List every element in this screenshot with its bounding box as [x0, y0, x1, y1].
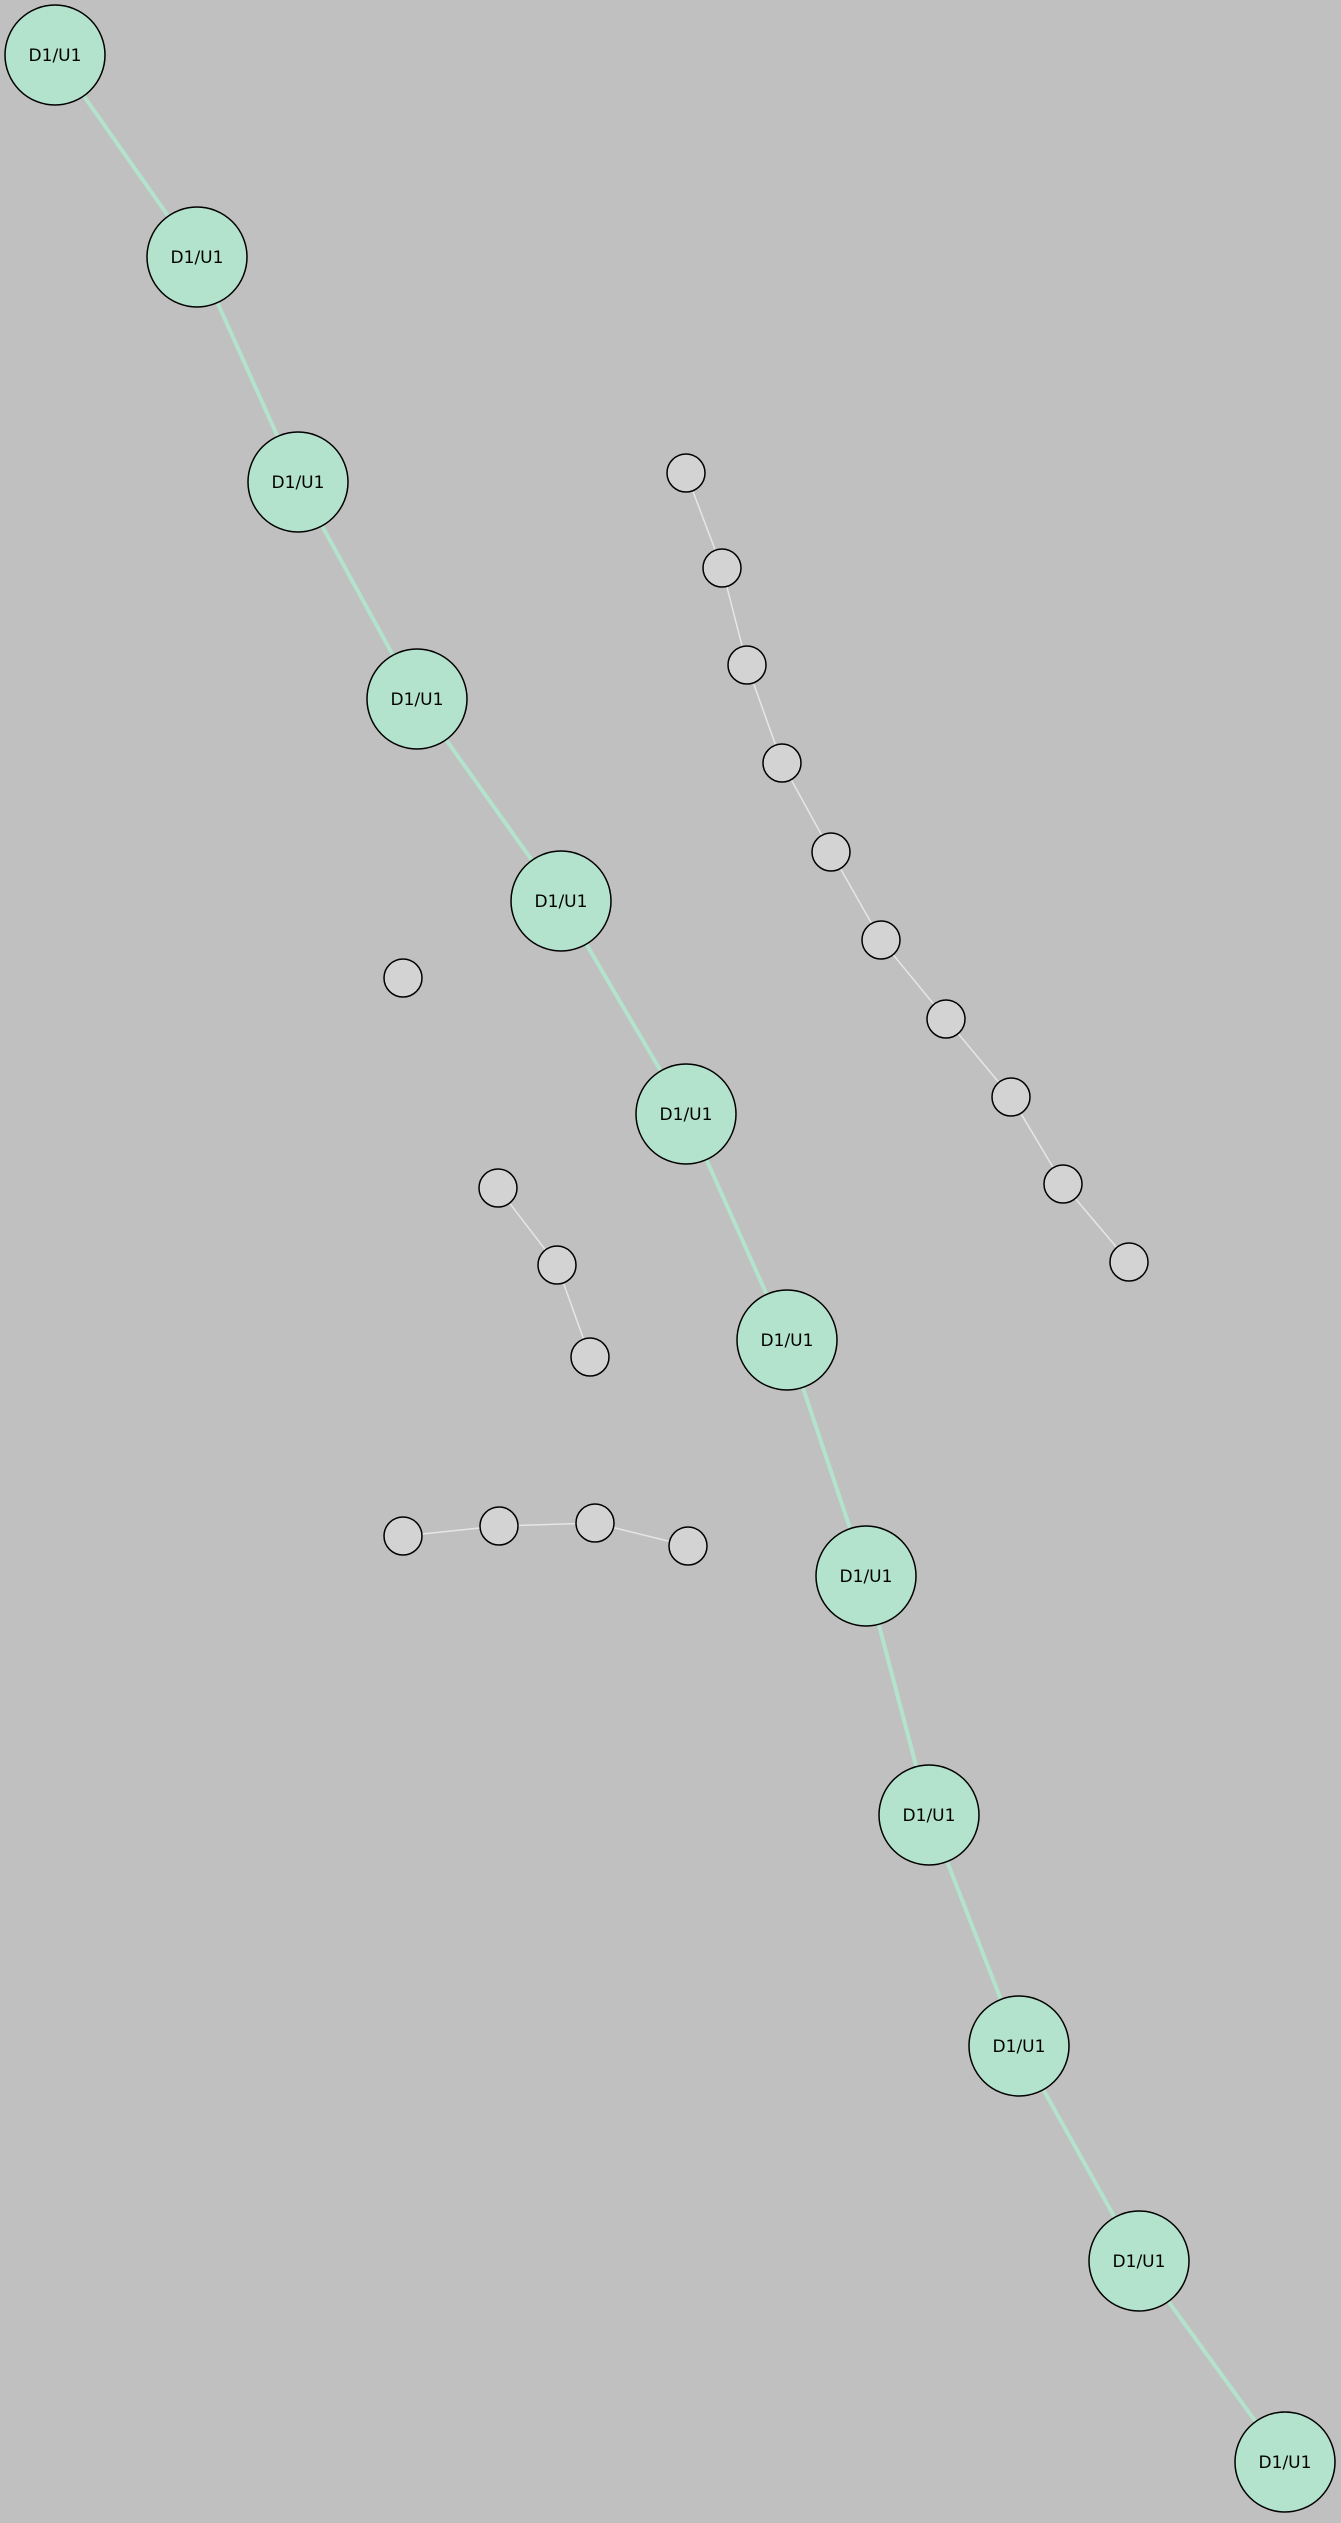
d1-u1-node-label: D1/U1	[1259, 2453, 1312, 2473]
d1-u1-node-label: D1/U1	[761, 1331, 814, 1351]
d1-u1-node[interactable]	[4, 4, 106, 106]
chain-b-node[interactable]	[537, 1245, 577, 1285]
d1-u1-node-label: D1/U1	[1113, 2252, 1166, 2272]
d1-u1-node-label: D1/U1	[272, 473, 325, 493]
chain-a-node[interactable]	[926, 999, 966, 1039]
d1-u1-node-label: D1/U1	[535, 892, 588, 912]
d1-u1-node[interactable]	[815, 1525, 917, 1627]
d1-u1-node[interactable]	[878, 1764, 980, 1866]
chain-b-node[interactable]	[570, 1337, 610, 1377]
chain-a-node[interactable]	[1109, 1242, 1149, 1282]
d1-u1-node-label: D1/U1	[903, 1806, 956, 1826]
d1-u1-node-label: D1/U1	[29, 46, 82, 66]
d1-u1-node-label: D1/U1	[840, 1567, 893, 1587]
d1-u1-node[interactable]	[635, 1063, 737, 1165]
chain-a-node[interactable]	[861, 920, 901, 960]
d1-u1-node[interactable]	[247, 431, 349, 533]
chain-a-node[interactable]	[811, 832, 851, 872]
isolated-node[interactable]	[383, 958, 423, 998]
d1-u1-node[interactable]	[510, 850, 612, 952]
chain-b-node[interactable]	[478, 1168, 518, 1208]
d1-u1-node-label: D1/U1	[660, 1105, 713, 1125]
chain-a-node[interactable]	[702, 548, 742, 588]
d1-u1-node-label: D1/U1	[171, 248, 224, 268]
d1-u1-node[interactable]	[1088, 2210, 1190, 2312]
edge-layer	[53, 53, 1287, 2464]
d1-u1-node-label: D1/U1	[993, 2037, 1046, 2057]
d1-u1-node[interactable]	[366, 648, 468, 750]
d1-u1-node[interactable]	[968, 1995, 1070, 2097]
chain-c-node[interactable]	[383, 1516, 423, 1556]
chain-a-node[interactable]	[1043, 1164, 1083, 1204]
node-layer: D1/U1D1/U1D1/U1D1/U1D1/U1D1/U1D1/U1D1/U1…	[4, 4, 1336, 2513]
chain-a-node[interactable]	[991, 1077, 1031, 1117]
chain-a-node[interactable]	[762, 743, 802, 783]
chain-c-node[interactable]	[668, 1526, 708, 1566]
d1-u1-node[interactable]	[146, 206, 248, 308]
chain-a-node[interactable]	[666, 453, 706, 493]
chain-c-node[interactable]	[575, 1503, 615, 1543]
d1-u1-node-label: D1/U1	[391, 690, 444, 710]
chain-a-node[interactable]	[727, 645, 767, 685]
d1-u1-node[interactable]	[736, 1289, 838, 1391]
d1-u1-node[interactable]	[1234, 2411, 1336, 2513]
chain-c-node[interactable]	[479, 1506, 519, 1546]
